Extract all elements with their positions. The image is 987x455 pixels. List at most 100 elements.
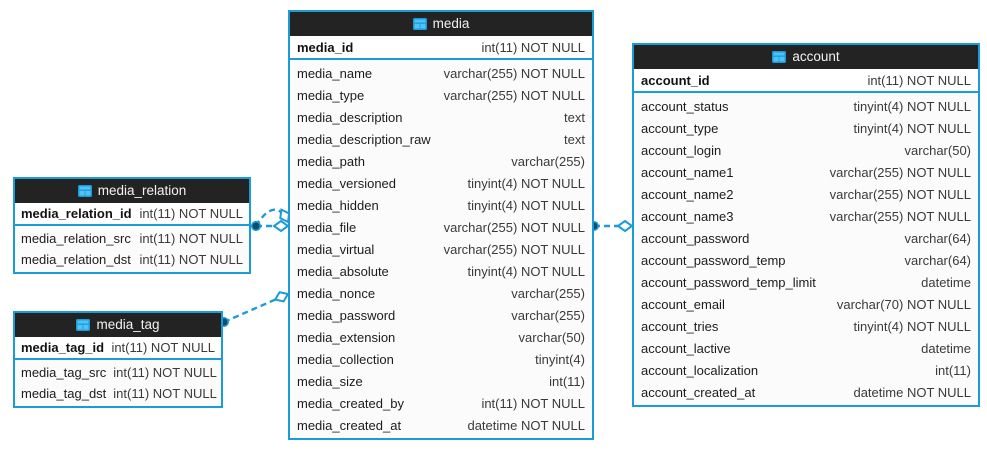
- relationship-media_relation-to-media-a[interactable]: [251, 207, 293, 231]
- column-type: varchar(64): [904, 252, 971, 268]
- relationship-media_tag-to-media[interactable]: [219, 289, 290, 327]
- column-type: int(11) NOT NULL: [481, 395, 585, 411]
- column-name: media_relation_id: [21, 206, 132, 221]
- column-name: account_password_temp_limit: [641, 274, 816, 290]
- column-type: int(11) NOT NULL: [481, 39, 585, 55]
- column-row[interactable]: account_lactive datetime: [634, 337, 978, 359]
- relationship-source-marker: [251, 221, 261, 231]
- column-type: varchar(255) NOT NULL: [829, 208, 971, 224]
- column-name: media_absolute: [297, 263, 389, 279]
- entity-title-media: media: [290, 12, 592, 36]
- column-type: varchar(70) NOT NULL: [836, 296, 971, 312]
- column-name: media_nonce: [297, 285, 376, 301]
- column-name: media_description: [297, 109, 403, 125]
- primary-key-row[interactable]: media_id int(11) NOT NULL: [290, 36, 592, 60]
- column-name: account_status: [641, 98, 729, 114]
- relationship-media-to-account[interactable]: [589, 219, 634, 233]
- column-type: varchar(255) NOT NULL: [829, 164, 971, 180]
- column-name: account_password: [641, 230, 750, 246]
- column-row[interactable]: media_created_by int(11) NOT NULL: [290, 392, 592, 414]
- column-name: media_size: [297, 373, 363, 389]
- column-type: datetime: [921, 340, 971, 356]
- column-name: media_versioned: [297, 175, 397, 191]
- column-name: account_id: [641, 72, 710, 88]
- entity-title-media_relation: media_relation: [15, 179, 249, 203]
- column-name: account_tries: [641, 318, 719, 334]
- entity-title-text: media_relation: [97, 183, 187, 198]
- column-type: varchar(255) NOT NULL: [443, 65, 585, 81]
- entity-title-text: account: [792, 49, 840, 64]
- column-row[interactable]: media_name varchar(255) NOT NULL: [290, 62, 592, 84]
- column-name: account_password_temp: [641, 252, 786, 268]
- column-name: media_id: [297, 39, 354, 55]
- column-name: media_file: [297, 219, 357, 235]
- column-type: int(11) NOT NULL: [113, 365, 217, 380]
- table-icon: [77, 184, 92, 197]
- column-row[interactable]: media_relation_src int(11) NOT NULL: [15, 228, 249, 249]
- column-type: varchar(255) NOT NULL: [829, 186, 971, 202]
- relationship-media_relation-to-media-b[interactable]: [251, 219, 290, 233]
- column-name: media_relation_dst: [21, 252, 131, 267]
- column-name: media_type: [297, 87, 365, 103]
- column-name: media_created_by: [297, 395, 404, 411]
- column-type: int(11) NOT NULL: [139, 231, 243, 246]
- table-icon: [76, 318, 91, 331]
- column-row[interactable]: account_password_temp varchar(64): [634, 249, 978, 271]
- column-name: account_lactive: [641, 340, 731, 356]
- column-type: int(11) NOT NULL: [139, 252, 243, 267]
- column-type: varchar(255) NOT NULL: [443, 241, 585, 257]
- entity-title-media_tag: media_tag: [15, 313, 221, 337]
- column-name: media_hidden: [297, 197, 379, 213]
- column-name: media_relation_src: [21, 231, 131, 246]
- column-row[interactable]: media_relation_dst int(11) NOT NULL: [15, 249, 249, 270]
- column-name: media_path: [297, 153, 365, 169]
- column-name: account_localization: [641, 362, 759, 378]
- column-name: media_name: [297, 65, 373, 81]
- relationship-target-marker: [272, 219, 290, 233]
- entity-title-text: media_tag: [96, 317, 160, 332]
- column-type: text: [564, 131, 585, 147]
- table-icon: [412, 17, 427, 30]
- entity-title-account: account: [634, 45, 978, 69]
